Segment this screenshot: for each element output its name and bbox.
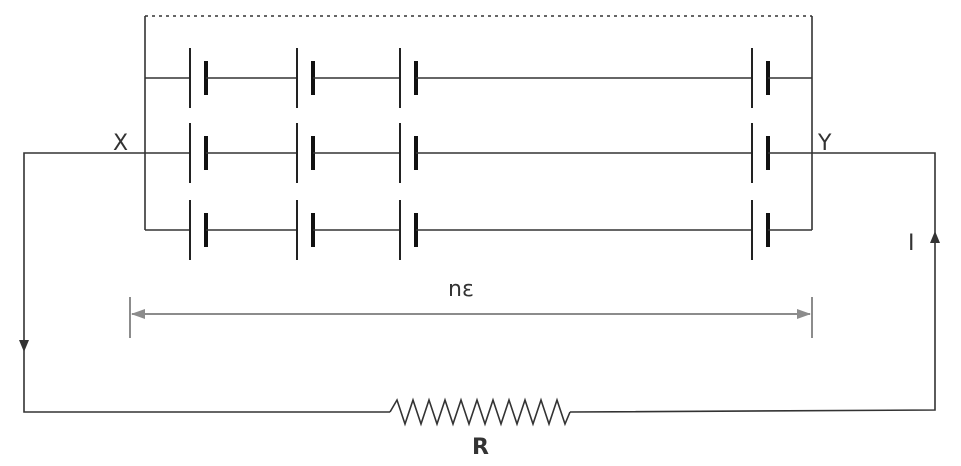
outer-wire-right — [569, 152, 936, 413]
node-y-label: Y — [817, 131, 832, 156]
resistor-symbol — [389, 397, 571, 427]
current-label: I — [908, 231, 915, 256]
emf-label: nε — [448, 277, 474, 302]
node-x-label: X — [113, 131, 128, 156]
arrow-up-icon — [930, 231, 940, 243]
resistor-label: R — [472, 435, 489, 460]
dimension-arrow-right-icon — [797, 309, 811, 319]
dimension-arrow-left-icon — [131, 309, 145, 319]
battery-rows — [145, 48, 812, 260]
outer-wire-left — [23, 152, 390, 413]
arrow-down-icon — [19, 340, 29, 352]
